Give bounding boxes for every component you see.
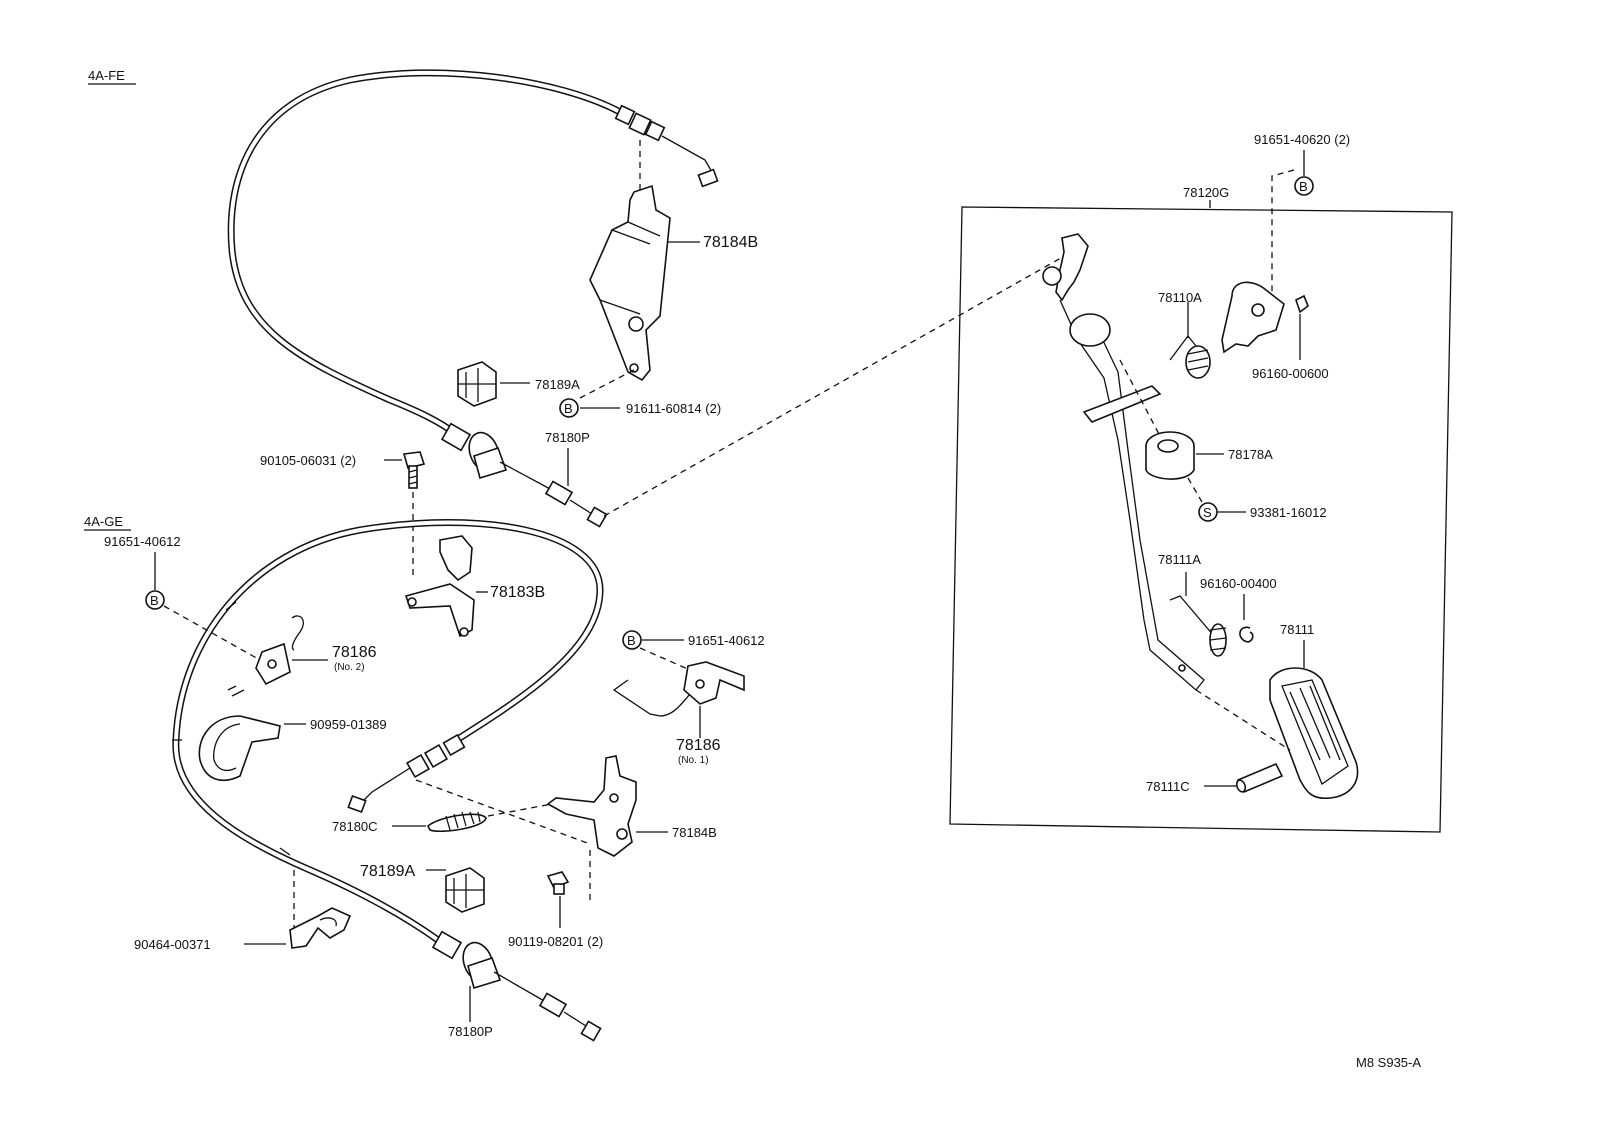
- section-label-4a-fe: 4A-FE: [88, 68, 125, 83]
- symbol-b-mid: B: [627, 633, 636, 648]
- bracket-ge-bottom-icon: [546, 755, 668, 857]
- label-78189a-top: 78189A: [535, 377, 580, 392]
- label-90959: 90959-01389: [310, 717, 387, 732]
- clip-icon: [457, 361, 530, 407]
- bolt-b-symbol-left: B: [145, 590, 165, 610]
- symbol-s: S: [1203, 505, 1212, 520]
- c-clip-icon: [1239, 626, 1254, 643]
- symbol-b-left: B: [150, 593, 159, 608]
- label-91611: 91611-60814 (2): [626, 401, 721, 416]
- pedal-arm-icon: [1042, 233, 1205, 691]
- label-91651-40620: 91651-40620 (2): [1254, 132, 1350, 147]
- label-78189a-bottom: 78189A: [360, 863, 415, 880]
- spring-pedal-icon: [1169, 302, 1211, 379]
- label-78186-no1: 78186: [676, 737, 721, 754]
- label-78186-no1-sub: (No. 1): [678, 755, 709, 766]
- clip-clamp-ge-icon: [244, 870, 352, 949]
- label-78184b-bottom: 78184B: [672, 825, 717, 840]
- label-91651-left: 91651-40612: [104, 534, 181, 549]
- section-label-4a-ge: 4A-GE: [84, 514, 123, 529]
- section-heading-4a-ge: 4A-GE: [84, 514, 131, 531]
- throttle-cable-icon: [227, 69, 719, 528]
- diagram-reference-code: M8 S935-A: [1356, 1055, 1421, 1070]
- label-96160-400: 96160-00400: [1200, 576, 1277, 591]
- lever-no1-icon: [612, 661, 745, 738]
- label-91651-mid: 91651-40612: [688, 633, 765, 648]
- label-90105: 90105-06031 (2): [260, 453, 356, 468]
- label-78178a: 78178A: [1228, 447, 1273, 462]
- spring-icon: [392, 811, 487, 833]
- label-78180c: 78180C: [332, 819, 378, 834]
- label-78110a: 78110A: [1158, 290, 1202, 305]
- label-78186-no2: 78186: [332, 644, 377, 661]
- pedal-pad-icon: [1269, 667, 1359, 800]
- bolt-icon: [402, 451, 426, 489]
- pin-icon: [1204, 762, 1284, 794]
- label-90119: 90119-08201 (2): [508, 934, 603, 949]
- label-90464: 90464-00371: [134, 937, 211, 952]
- label-96160-600: 96160-00600: [1252, 366, 1329, 381]
- bolt-link: [579, 369, 635, 399]
- label-78180p-bottom: 78180P: [448, 1024, 493, 1039]
- label-78186-no2-sub: (No. 2): [334, 662, 365, 673]
- symbol-b-pedal: B: [1299, 179, 1308, 194]
- bolt-b-symbol-pedal: B: [1294, 176, 1314, 196]
- pedal-bracket-icon: [1221, 281, 1309, 360]
- label-78111c: 78111C: [1146, 779, 1190, 794]
- cable-to-pedal-link: [603, 253, 1069, 517]
- bracket-ge-icon: [404, 535, 488, 638]
- bracket-icon: [589, 140, 700, 382]
- label-78183b: 78183B: [490, 584, 545, 601]
- bolt-b-symbol-mid: B: [622, 630, 642, 650]
- return-spring-icon: [1169, 572, 1227, 657]
- throttle-cable-ge-icon: [172, 519, 604, 1042]
- symbol-b: B: [564, 401, 573, 416]
- bolt-b-symbol: B: [559, 398, 579, 418]
- label-78184b-top: 78184B: [703, 234, 758, 251]
- label-78180p-top: 78180P: [545, 430, 590, 445]
- label-78120g: 78120G: [1183, 185, 1229, 200]
- label-78111: 78111: [1280, 622, 1314, 637]
- clamp-icon: [198, 685, 306, 782]
- clip-ge-icon: [426, 867, 485, 913]
- stud-s-symbol: S: [1198, 502, 1218, 522]
- lever-no2-icon: [255, 615, 328, 686]
- pedal-assembly-box: [949, 206, 1453, 833]
- bushing-icon: [1119, 359, 1224, 480]
- label-78111a: 78111A: [1158, 552, 1201, 567]
- label-93381: 93381-16012: [1250, 505, 1327, 520]
- section-heading-4a-fe: 4A-FE: [88, 68, 136, 85]
- bolt-ge-icon: [546, 871, 570, 928]
